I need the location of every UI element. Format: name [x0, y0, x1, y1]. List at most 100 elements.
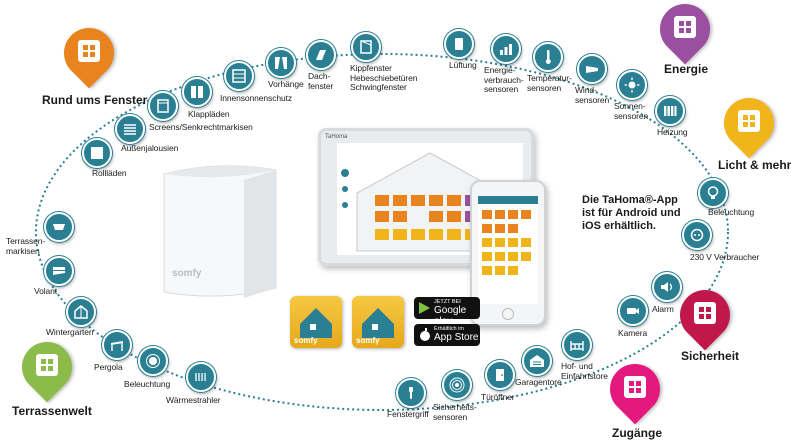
device-label-6: Dach- fenster: [308, 71, 334, 91]
house-icon: [694, 302, 716, 324]
house-icon: [624, 376, 646, 398]
category-pin-security[interactable]: [669, 279, 741, 354]
device-label-16: Alarm: [652, 304, 674, 314]
sun-sensor-icon: [624, 77, 640, 93]
device-label-10: Temperatur- sensoren: [527, 73, 572, 93]
category-pin-light[interactable]: [713, 87, 785, 162]
blinds-node[interactable]: [115, 114, 145, 144]
roller-shutter-node[interactable]: [82, 138, 112, 168]
house-icon: [674, 16, 696, 38]
alarm-speaker-icon: [661, 282, 673, 292]
house-icon: [738, 110, 760, 132]
light-bulb-icon: [707, 186, 719, 199]
device-label-18: Hof- und Einfahrtstore: [561, 361, 608, 381]
roof-window-node[interactable]: [306, 40, 336, 70]
shutter-node[interactable]: [182, 77, 212, 107]
wind-sensor-icon: [586, 66, 598, 73]
awning-node[interactable]: [44, 212, 74, 242]
camera-icon: [627, 308, 639, 314]
badge-brand: somfy: [356, 336, 380, 345]
house-icon: [36, 354, 58, 376]
valance-icon: [53, 267, 65, 275]
energy-meter-icon: [500, 44, 512, 55]
device-label-28: Terrassen- markisen: [6, 236, 46, 256]
device-label-14: Beleuchtung: [708, 207, 755, 217]
screen-icon: [157, 99, 169, 113]
category-label-terrace: Terrassenwelt: [12, 404, 92, 418]
device-label-23: Wärmestrahler: [166, 395, 221, 405]
phone-device: [470, 180, 546, 326]
radiant-heater-node[interactable]: [186, 362, 216, 392]
device-label-26: Wintergarten: [46, 327, 94, 337]
pergola-icon: [111, 341, 123, 351]
google-play-small: JETZT BEI: [434, 299, 461, 305]
apple-icon: [420, 328, 430, 341]
badge-brand: somfy: [294, 336, 318, 345]
interior-shade-icon: [232, 69, 246, 83]
awning-icon: [53, 224, 65, 230]
roller-shutter-icon: [91, 147, 103, 159]
gate-icon: [570, 341, 584, 351]
garage-door-node[interactable]: [522, 346, 552, 376]
device-label-11: Wind- sensoren: [575, 85, 610, 105]
ventilation-icon: [455, 38, 463, 50]
gate-node[interactable]: [562, 330, 592, 360]
camera-node[interactable]: [618, 296, 648, 326]
terrace-light-node[interactable]: [138, 346, 168, 376]
phone-screen: [478, 196, 538, 304]
ventilation-node[interactable]: [444, 29, 474, 59]
door-opener-node[interactable]: [485, 360, 515, 390]
interior-shade-node[interactable]: [224, 61, 254, 91]
google-play-button[interactable]: JETZT BEI Google play: [414, 297, 480, 327]
category-pin-window[interactable]: [53, 17, 125, 92]
roof-window-icon: [316, 50, 326, 60]
category-pin-energy[interactable]: [649, 0, 721, 68]
category-label-light: Licht & mehr: [718, 158, 791, 172]
light-bulb-node[interactable]: [698, 178, 728, 208]
app-store-small: Erhältlich im: [434, 326, 464, 332]
tahoma-app-badge-2[interactable]: somfy: [352, 296, 404, 348]
heater-node[interactable]: [655, 96, 685, 126]
light-bulb-icon: [146, 354, 160, 368]
curtain-icon: [275, 57, 287, 69]
security-sensor-node[interactable]: [442, 370, 472, 400]
alarm-speaker-node[interactable]: [652, 272, 682, 302]
category-label-energy: Energie: [664, 62, 709, 76]
device-label-13: Heizung: [657, 127, 688, 137]
device-label-8: Lüftung: [449, 60, 477, 70]
conservatory-node[interactable]: [66, 297, 96, 327]
device-label-0: Rollläden: [92, 168, 127, 178]
device-label-9: Energie- verbrauch- sensoren: [484, 65, 524, 94]
device-label-25: Pergola: [94, 362, 123, 372]
app-store-button[interactable]: Erhältlich im App Store: [414, 324, 480, 346]
device-label-24: Beleuchtung: [124, 379, 171, 389]
app-store-big: App Store: [434, 332, 479, 343]
thermometer-icon: [545, 50, 551, 64]
tahoma-app-badge[interactable]: somfy: [290, 296, 342, 348]
category-pin-terrace[interactable]: [11, 331, 83, 406]
conservatory-icon: [74, 305, 88, 319]
device-label-1: Außenjalousien: [121, 143, 179, 153]
category-label-security: Sicherheit: [681, 349, 740, 363]
valance-node[interactable]: [44, 256, 74, 286]
plug-node[interactable]: [682, 220, 712, 250]
sun-sensor-node[interactable]: [617, 70, 647, 100]
thermometer-node[interactable]: [533, 42, 563, 72]
wind-sensor-node[interactable]: [577, 54, 607, 84]
window-handle-node[interactable]: [396, 378, 426, 408]
energy-meter-node[interactable]: [491, 34, 521, 64]
window-handle-icon: [409, 387, 413, 399]
device-label-2: Screens/Senkrechtmarkisen: [149, 122, 253, 132]
device-label-20: Türöffner: [481, 392, 515, 402]
screen-node[interactable]: [148, 91, 178, 121]
tilt-window-node[interactable]: [351, 32, 381, 62]
device-label-4: Innensonnenschutz: [220, 93, 293, 103]
radiant-heater-icon: [195, 373, 206, 381]
curtain-node[interactable]: [266, 48, 296, 78]
google-play-big: Google play: [434, 305, 467, 327]
device-label-5: Vorhänge: [268, 79, 304, 89]
category-pin-access[interactable]: [599, 353, 671, 428]
door-opener-icon: [496, 369, 504, 381]
pergola-node[interactable]: [102, 330, 132, 360]
